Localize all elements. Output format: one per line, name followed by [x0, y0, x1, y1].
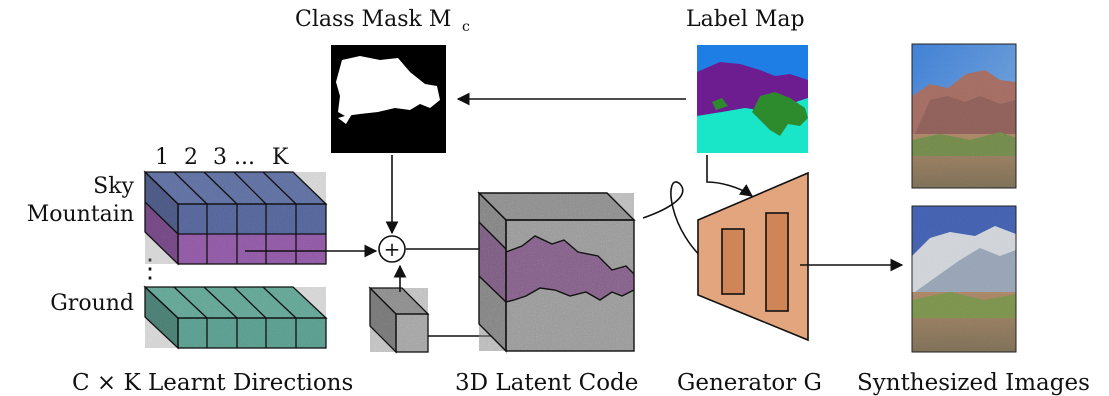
noise-vector-block: [368, 286, 430, 354]
direction-index-3: 3 ...: [213, 145, 255, 170]
class-mask-title: Class Mask M c: [295, 7, 470, 35]
plus-symbol: +: [384, 237, 401, 261]
label-map-title: Label Map: [686, 7, 805, 32]
synthesized-image-2: [911, 205, 1017, 353]
row-label-ground: Ground: [50, 291, 134, 316]
class-mask-label: Class Mask M: [295, 7, 451, 32]
row-label-mountain: Mountain: [27, 202, 134, 227]
arrow-latent-to-generator: [642, 181, 714, 267]
caption-latent-code: 3D Latent Code: [455, 370, 638, 396]
label-map-image: [697, 45, 808, 153]
caption-generator: Generator G: [677, 370, 822, 396]
direction-index-1: 1: [155, 145, 169, 170]
direction-index-k: K: [272, 145, 289, 170]
direction-index-row: 1 2 3 ... K: [155, 145, 289, 170]
latent-code-cube: [477, 191, 636, 353]
caption-synthesized-images: Synthesized Images: [857, 370, 1090, 396]
class-mask-image: [331, 45, 446, 153]
row-label-sky: Sky: [93, 174, 134, 199]
generator-network: [697, 171, 809, 342]
caption-learnt-directions: C × K Learnt Directions: [72, 370, 353, 396]
plus-operator: +: [378, 235, 406, 263]
sky-mountain-directions: [143, 170, 328, 266]
ground-directions: [143, 285, 328, 350]
class-mask-subscript: c: [462, 19, 470, 35]
synthesized-image-1: [911, 43, 1017, 189]
direction-index-2: 2: [184, 145, 198, 170]
arrow-labelmap-to-generator: [706, 155, 754, 197]
